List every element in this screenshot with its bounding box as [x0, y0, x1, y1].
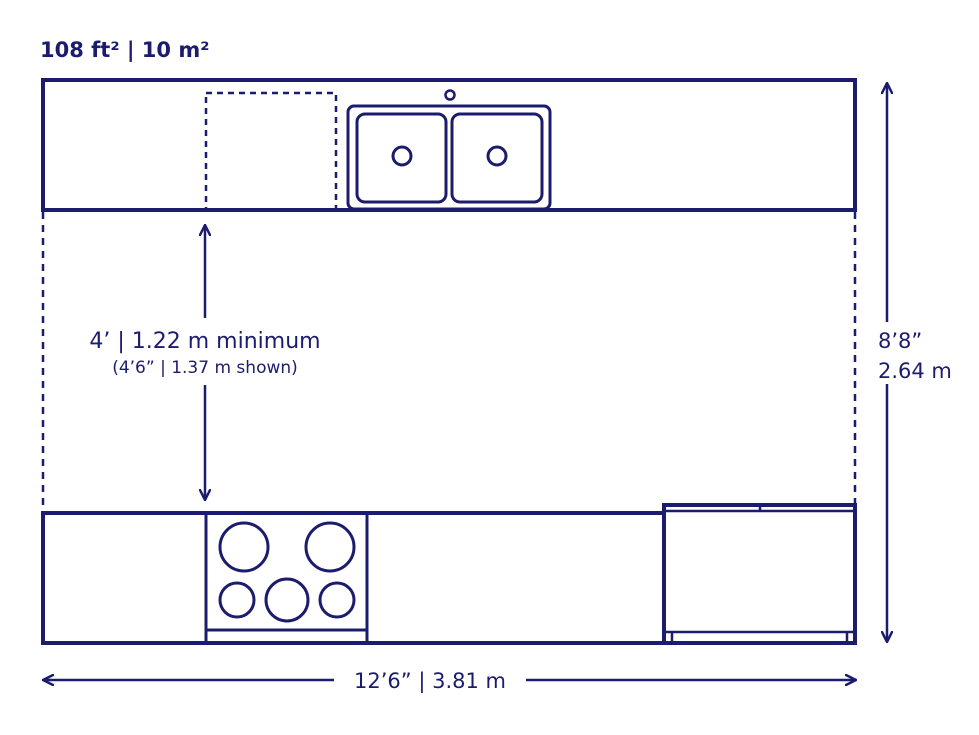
refrigerator-outline [662, 503, 857, 645]
sink-outer [346, 104, 552, 211]
clearance-note: (4’6” | 1.37 m shown) [112, 358, 298, 378]
sink-left-drain [391, 145, 413, 167]
faucet [444, 89, 456, 101]
height-metric-label: 2.64 m [878, 359, 952, 383]
clearance-label: 4’ | 1.22 m minimum [89, 329, 320, 354]
burner-back-left [218, 521, 270, 573]
height-label-backdrop [872, 322, 976, 384]
stove [204, 511, 369, 645]
double-sink [346, 89, 552, 211]
sink-right-basin [450, 112, 544, 204]
area-title: 108 ft² | 10 m² [40, 38, 209, 63]
sink-right-drain [486, 145, 508, 167]
burner-front-right [318, 581, 356, 619]
width-label: 12’6” | 3.81 m [354, 669, 506, 694]
sink-left-basin [355, 112, 448, 204]
dishwasher-outline [204, 91, 338, 212]
burner-front-left [218, 581, 256, 619]
bottom-counter-outline [41, 511, 666, 645]
height-imperial-label: 8’8” [878, 329, 922, 353]
top-counter [41, 78, 857, 212]
bottom-counter [41, 503, 857, 645]
stove-outline [204, 511, 369, 645]
burner-back-right [304, 521, 356, 573]
refrigerator [662, 503, 857, 645]
burner-front-center [264, 577, 310, 623]
